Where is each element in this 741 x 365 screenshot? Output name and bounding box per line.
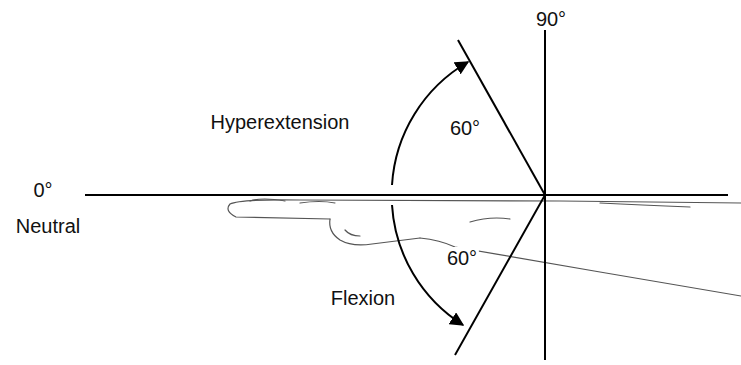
angle-label: 0° xyxy=(31,179,54,201)
motion-arrows xyxy=(392,62,468,325)
reference-lines xyxy=(85,30,728,360)
angle-label: 60° xyxy=(448,117,482,139)
angle-label: Neutral xyxy=(14,215,82,237)
angle-label: 90° xyxy=(534,8,568,30)
hand-sketch xyxy=(228,199,741,296)
angle-label: Hyperextension xyxy=(209,111,352,133)
angle-label: 60° xyxy=(445,247,479,269)
angle-label: Flexion xyxy=(329,287,397,309)
